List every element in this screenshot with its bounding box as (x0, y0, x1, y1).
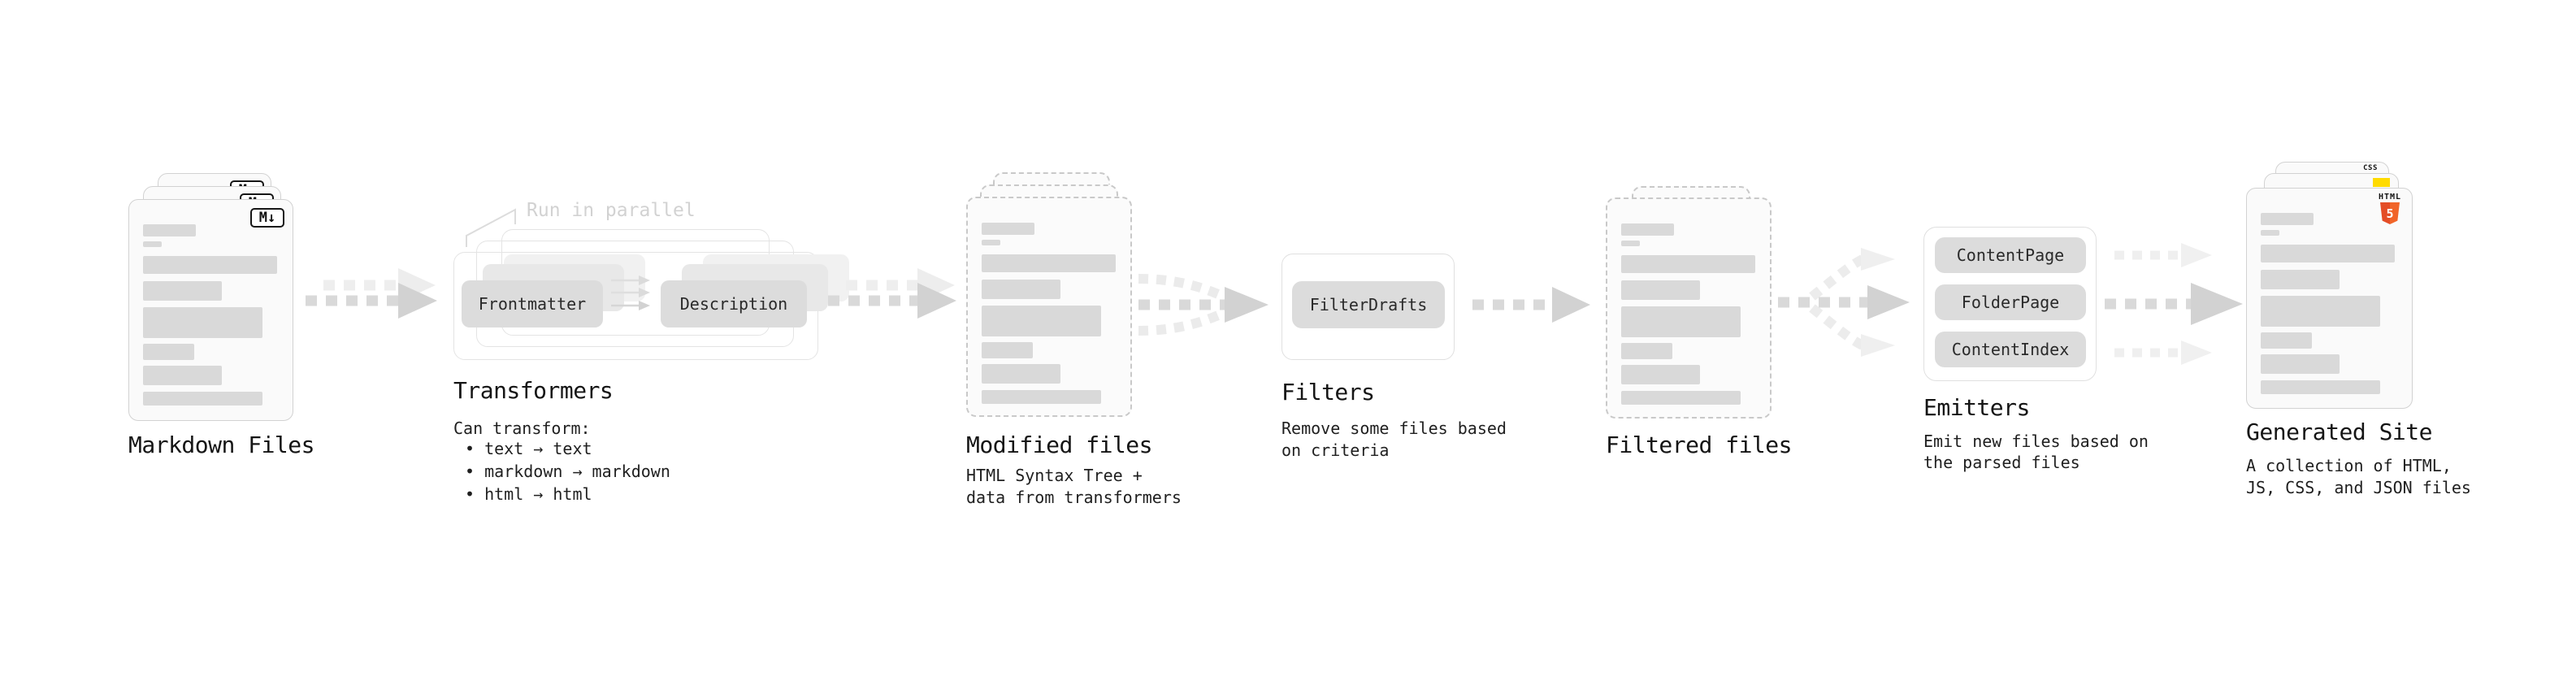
annotation-line (466, 208, 516, 247)
flow-arrow-icon (306, 268, 437, 319)
markdown-file-card-front: M↓ (128, 199, 293, 421)
placeholder-bar (1621, 306, 1741, 337)
transformer-frontmatter: Frontmatter (462, 280, 603, 327)
placeholder-bar (2261, 380, 2380, 394)
title-modified-files: Modified files (966, 432, 1153, 458)
emitter-contentpage-pill: ContentPage (1935, 237, 2086, 273)
filters-subtitle: Remove some files based on criteria (1281, 419, 1507, 460)
document-text-placeholder (1621, 223, 1755, 405)
filter-drafts-pill: FilterDrafts (1292, 281, 1445, 328)
fan-out-arrow-icon (1778, 248, 1910, 357)
title-emitters: Emitters (1923, 394, 2030, 421)
placeholder-bar (143, 281, 222, 301)
html5-shield: 5 (2380, 202, 2400, 224)
fan-in-arrow-icon (1138, 274, 1268, 336)
title-markdown-files: Markdown Files (128, 432, 315, 458)
placeholder-bar (2261, 354, 2340, 374)
placeholder-bar (1621, 280, 1700, 300)
placeholder-bar (143, 241, 162, 247)
emitter-contentindex-pill: ContentIndex (1935, 332, 2086, 367)
placeholder-bar (2261, 230, 2279, 236)
emitters-subtitle: Emit new files based on the parsed files (1923, 432, 2149, 472)
bullet-item: • html → html (465, 484, 592, 504)
transformers-subtitle: Can transform: (453, 419, 591, 438)
html5-badge-icon: HTML 5 (2378, 193, 2402, 224)
placeholder-bar (2261, 245, 2395, 262)
js-badge-icon (2373, 178, 2390, 187)
placeholder-bar (982, 280, 1060, 299)
html5-badge-label: HTML (2378, 193, 2402, 202)
placeholder-bar (143, 392, 262, 406)
generated-site-subtitle: A collection of HTML, JS, CSS, and JSON … (2246, 456, 2471, 497)
parallel-arrows-icon (611, 275, 650, 310)
triple-arrow-icon (2105, 243, 2243, 365)
title-filtered-files: Filtered files (1606, 432, 1793, 458)
placeholder-bar (143, 224, 196, 236)
placeholder-bar (982, 390, 1101, 404)
transformer-description: Description (661, 280, 807, 327)
filtered-file-card-front (1606, 197, 1772, 419)
transformers-bullet-list: • text → text • markdown → markdown • ht… (465, 437, 670, 505)
bullet-item: • text → text (465, 439, 592, 458)
placeholder-bar (2261, 270, 2340, 289)
placeholder-bar (1621, 391, 1741, 405)
markdown-icon: M↓ (250, 208, 284, 228)
title-transformers: Transformers (453, 377, 614, 404)
generated-html-card: HTML 5 (2246, 188, 2413, 409)
placeholder-bar (143, 307, 262, 338)
title-filters: Filters (1281, 379, 1375, 406)
placeholder-bar (1621, 343, 1672, 359)
placeholder-bar (2261, 296, 2380, 327)
html5-number: 5 (2386, 206, 2394, 221)
placeholder-bar (1621, 241, 1640, 246)
placeholder-bar (1621, 365, 1700, 384)
placeholder-bar (1621, 255, 1755, 273)
placeholder-bar (143, 256, 277, 274)
flow-arrow-icon (828, 268, 956, 319)
placeholder-bar (982, 342, 1033, 358)
flow-arrow-icon (1472, 287, 1590, 323)
title-generated-site: Generated Site (2246, 419, 2433, 445)
placeholder-bar (143, 366, 222, 385)
placeholder-bar (1621, 223, 1674, 236)
bullet-item: • markdown → markdown (465, 462, 670, 481)
document-text-placeholder (982, 223, 1116, 404)
placeholder-bar (982, 254, 1116, 272)
placeholder-bar (982, 223, 1034, 235)
placeholder-bar (2261, 213, 2314, 225)
placeholder-bar (982, 306, 1101, 336)
placeholder-bar (143, 344, 194, 360)
css-badge-label: CSS (2363, 164, 2378, 172)
placeholder-bar (982, 240, 1000, 245)
document-text-placeholder (143, 224, 277, 406)
modified-files-subtitle: HTML Syntax Tree + data from transformer… (966, 466, 1182, 507)
document-text-placeholder (2261, 213, 2395, 394)
modified-file-card-front (966, 197, 1132, 417)
emitter-folderpage-pill: FolderPage (1935, 284, 2086, 320)
placeholder-bar (2261, 332, 2312, 349)
placeholder-bar (982, 364, 1060, 384)
run-in-parallel-note: Run in parallel (527, 200, 696, 221)
